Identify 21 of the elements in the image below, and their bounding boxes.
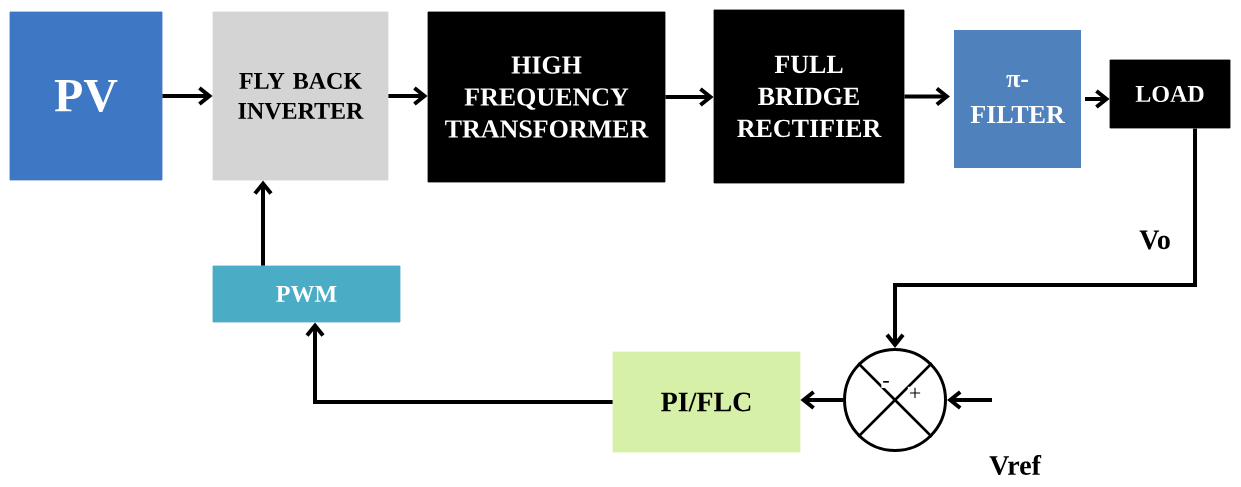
arrow	[253, 180, 273, 266]
signal-label: Vref	[989, 454, 1042, 476]
process-box: PWM	[212, 265, 401, 323]
arrow	[388, 86, 428, 106]
arrow	[800, 390, 843, 410]
process-box: HIGH FREQUENCY TRANSFORMER	[427, 11, 666, 183]
process-box: π- FILTER	[950, 26, 1085, 172]
signal-label: Vo	[1139, 230, 1170, 250]
process-box: PV	[9, 11, 163, 181]
arrow	[162, 86, 213, 106]
arrow	[665, 87, 714, 107]
arrow	[305, 322, 613, 404]
process-box: FLY BACK INVERTER	[212, 11, 389, 181]
process-box: LOAD	[1109, 59, 1231, 129]
arrow	[947, 390, 992, 410]
arrow	[904, 86, 950, 107]
arrow	[1085, 89, 1110, 109]
summing-junction: - +	[843, 348, 947, 452]
process-box: PI/FLC	[612, 351, 801, 453]
process-box: FULL BRIDGE RECTIFIER	[713, 9, 905, 184]
arrow	[885, 128, 1197, 348]
